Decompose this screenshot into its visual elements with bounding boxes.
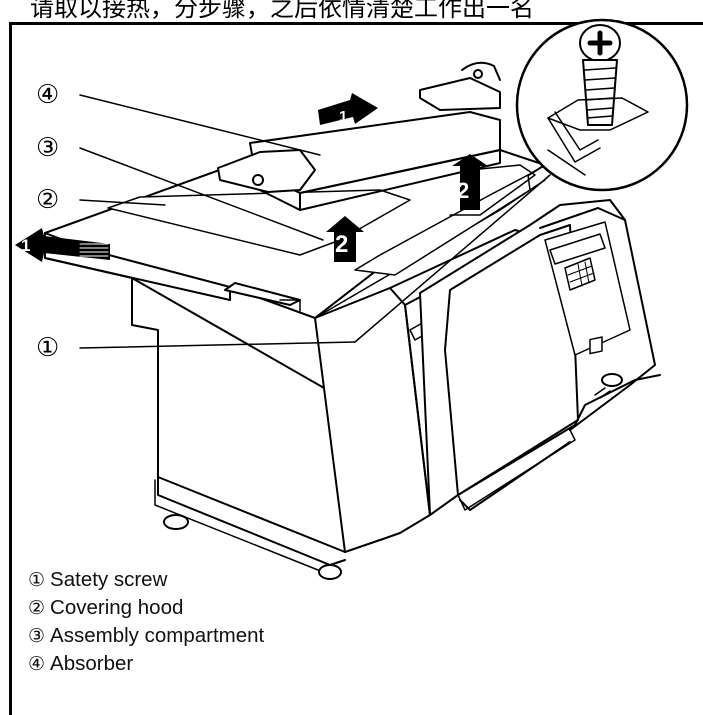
arrow-label-up-right: 2 (457, 178, 470, 203)
callout-screw: ① (36, 333, 60, 363)
callout-hood: ② (36, 185, 60, 215)
legend-num: ③ (28, 625, 46, 647)
callout-compartment: ③ (36, 133, 60, 163)
legend-label: Satety screw (50, 568, 168, 591)
leader-lines (79, 94, 551, 349)
legend-num: ① (28, 569, 46, 591)
legend-label: Assembly compartment (50, 624, 265, 647)
legend-num: ② (28, 597, 46, 619)
assembly-compartment (354, 164, 536, 276)
absorber-bar (217, 61, 501, 211)
arrow-label-top-left: 1 (339, 108, 348, 125)
arrow-shape-top-left (318, 93, 378, 125)
header-text: 请取以接热，分步骤，之后依情清楚工作出一名 (30, 0, 534, 22)
arrow-label-left: 1 (21, 236, 31, 255)
arrow-shape-left (15, 228, 110, 262)
direction-arrows (15, 93, 488, 262)
arrow-shape-up-center (326, 216, 364, 262)
callout-absorber: ④ (36, 80, 60, 110)
arrow-label-up-center: 2 (335, 231, 349, 258)
left-cabinet (131, 277, 346, 580)
right-module (419, 199, 661, 516)
arrow-shape-up-right (452, 154, 488, 210)
legend-label: Absorber (50, 652, 134, 675)
legend-label: Covering hood (50, 596, 184, 619)
figure-frame (9, 22, 703, 715)
clipped-header-text: 请取以接热，分步骤，之后依情清楚工作出一名 (0, 0, 703, 22)
legend-num: ④ (28, 653, 46, 675)
screw-detail-inset (515, 18, 689, 192)
